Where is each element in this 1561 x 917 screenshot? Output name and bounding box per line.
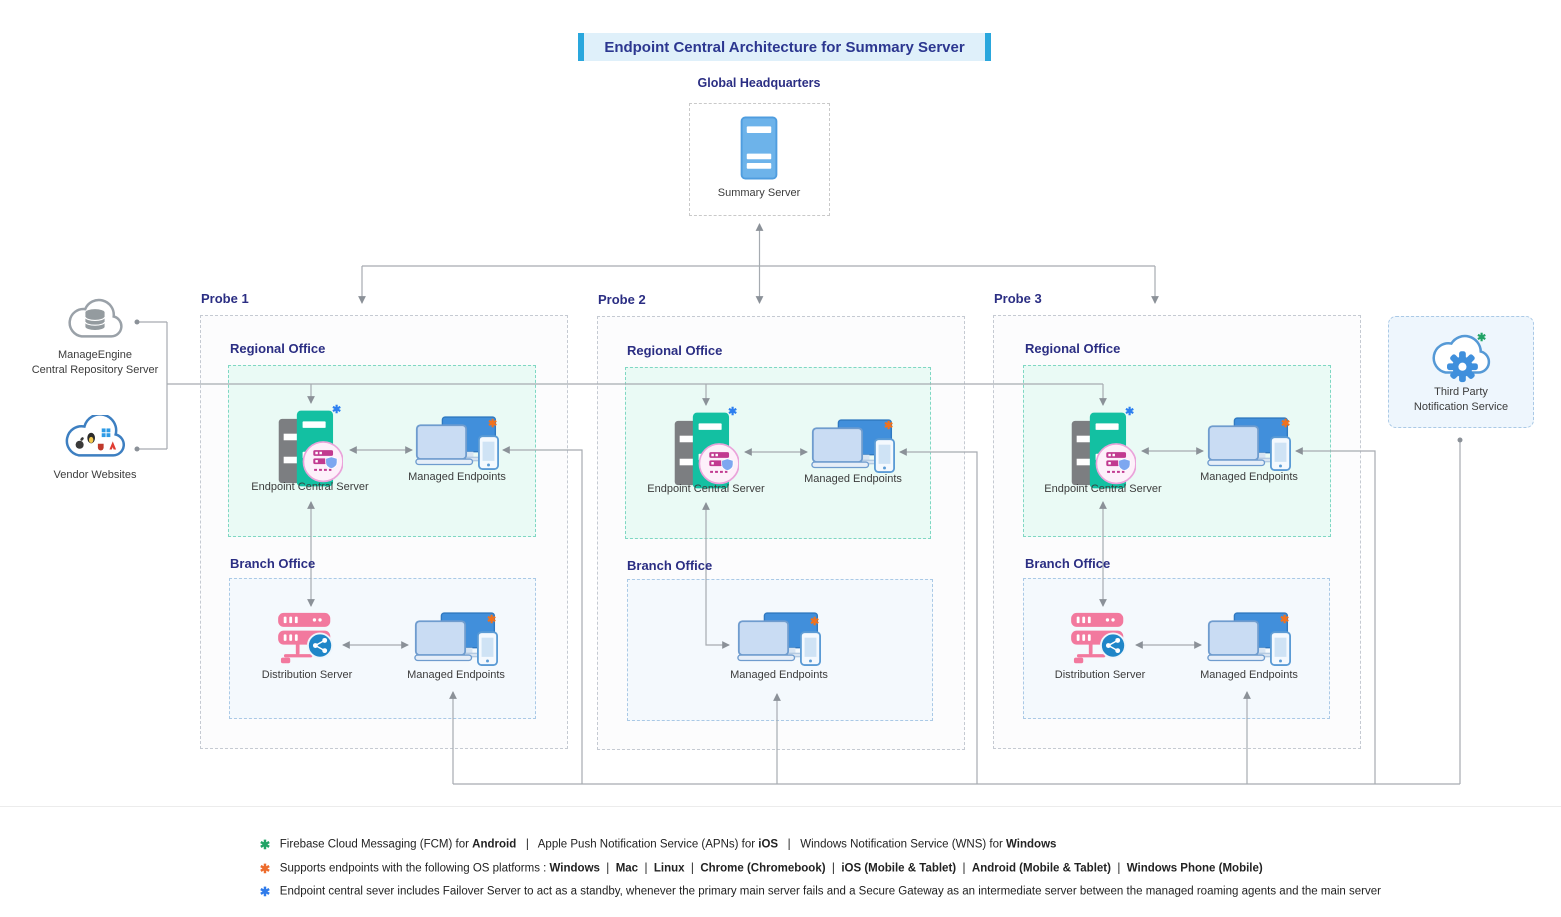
probe-2-label: Probe 2: [598, 292, 646, 307]
legend-text-segment: Supports endpoints with the following OS…: [279, 862, 550, 875]
orange-asterisk-icon: ✱: [259, 862, 271, 876]
third-party-label-line2: Notification Service: [1413, 401, 1509, 413]
endpoint-footnote-marker: ✱: [810, 616, 820, 628]
legend-text-segment: iOS: [758, 838, 779, 851]
connector-dot: [134, 319, 140, 325]
repository-label-line1: ManageEngine: [57, 349, 132, 361]
managed-endpoints-icon: [737, 612, 821, 667]
distribution-server-icon: [277, 612, 337, 666]
legend-text-segment: Windows: [1006, 838, 1057, 851]
probe-3-distribution-server-label: Distribution Server: [1054, 669, 1146, 681]
vendor-websites-cloud-icon: [59, 415, 131, 463]
legend-text-segment: Linux: [653, 862, 685, 875]
legend-text-segment: |: [599, 862, 616, 875]
probe-3-branch-endpoints-label: Managed Endpoints: [1200, 669, 1298, 681]
legend-text: Firebase Cloud Messaging (FCM) for Andro…: [280, 839, 1057, 851]
legend-text-segment: |: [778, 838, 801, 851]
repository-server-label: ManageEngine Central Repository Server: [5, 348, 185, 378]
legend-line-os-platforms: ✱ Supports endpoints with the following O…: [247, 849, 1263, 876]
legend-text-segment: |: [1110, 862, 1127, 875]
cloud-database-icon: [63, 298, 127, 344]
legend-text-segment: Windows Notification Service (WNS) for: [800, 838, 1007, 851]
summary-server-icon: [740, 116, 778, 180]
legend-text-segment: Endpoint central sever includes Failover…: [279, 885, 1381, 898]
notification-footnote-marker: ✱: [1477, 332, 1487, 344]
endpoint-footnote-marker: ✱: [488, 418, 498, 430]
green-asterisk-icon: ✱: [259, 838, 271, 852]
managed-endpoints-icon: [415, 416, 499, 471]
legend-text-segment: |: [516, 838, 538, 851]
managed-endpoints-icon: [414, 612, 498, 667]
blue-asterisk-icon: ✱: [259, 885, 271, 899]
server-footnote-marker: ✱: [728, 406, 738, 418]
global-headquarters-label: Global Headquarters: [697, 76, 821, 90]
legend-text-segment: Windows Phone (Mobile): [1126, 862, 1263, 875]
legend-text-segment: Firebase Cloud Messaging (FCM) for: [279, 838, 473, 851]
page-title: Endpoint Central Architecture for Summar…: [578, 33, 991, 61]
distribution-server-icon: [1070, 612, 1130, 666]
legend-text: Endpoint central sever includes Failover…: [280, 886, 1381, 898]
summary-server-label: Summary Server: [717, 187, 801, 199]
legend-line-failover: ✱ Endpoint central sever includes Failove…: [247, 872, 1381, 899]
probe-3-regional-office-label: Regional Office: [1025, 341, 1121, 356]
legend-text-segment: Mac: [615, 862, 639, 875]
probe-1-regional-endpoints-label: Managed Endpoints: [408, 471, 506, 483]
legend-text-segment: Android: [472, 838, 517, 851]
third-party-notification-label: Third Party Notification Service: [1371, 385, 1551, 415]
probe-1-regional-office-label: Regional Office: [230, 341, 326, 356]
probe-3-ecs-label: Endpoint Central Server: [1044, 483, 1162, 495]
endpoint-footnote-marker: ✱: [1280, 614, 1290, 626]
legend-text-segment: |: [956, 862, 972, 875]
legend-text-segment: Windows: [549, 862, 600, 875]
managed-endpoints-icon: [811, 419, 895, 474]
probe-2-regional-endpoints-label: Managed Endpoints: [804, 473, 902, 485]
third-party-label-line1: Third Party: [1434, 386, 1488, 398]
endpoint-footnote-marker: ✱: [1281, 418, 1291, 430]
probe-1-label: Probe 1: [201, 291, 249, 306]
managed-endpoints-icon: [1207, 612, 1291, 667]
legend-text-segment: Chrome (Chromebook): [700, 862, 826, 875]
probe-2-ecs-label: Endpoint Central Server: [647, 483, 765, 495]
probe-2-branch-office-label: Branch Office: [627, 558, 713, 573]
endpoint-central-server-icon: [1070, 411, 1136, 490]
server-footnote-marker: ✱: [1125, 406, 1135, 418]
legend-text-segment: Android (Mobile & Tablet): [971, 862, 1111, 875]
legend-divider: [0, 806, 1561, 807]
probe-3-label: Probe 3: [994, 291, 1042, 306]
endpoint-footnote-marker: ✱: [487, 614, 497, 626]
repository-label-line2: Central Repository Server: [31, 364, 159, 376]
legend-text-segment: |: [825, 862, 842, 875]
probe-2-branch-endpoints-label: Managed Endpoints: [730, 669, 828, 681]
server-footnote-marker: ✱: [332, 404, 342, 416]
probe-3-branch-office-label: Branch Office: [1025, 556, 1111, 571]
legend-text-segment: iOS (Mobile & Tablet): [841, 862, 957, 875]
probe-1-branch-office-label: Branch Office: [230, 556, 316, 571]
connector-dot: [134, 446, 140, 452]
legend-text-segment: |: [638, 862, 654, 875]
probe-3-regional-endpoints-label: Managed Endpoints: [1200, 471, 1298, 483]
managed-endpoints-icon: [1207, 417, 1291, 472]
probe-1-ecs-label: Endpoint Central Server: [251, 481, 369, 493]
vendor-websites-label: Vendor Websites: [53, 469, 137, 481]
endpoint-footnote-marker: ✱: [884, 420, 894, 432]
probe-1-branch-endpoints-label: Managed Endpoints: [407, 669, 505, 681]
legend-text-segment: Apple Push Notification Service (APNs) f…: [537, 838, 759, 851]
legend-line-fcm: ✱ Firebase Cloud Messaging (FCM) for Andr…: [247, 825, 1057, 852]
endpoint-central-server-icon: [673, 411, 739, 490]
connector-dot: [1457, 437, 1463, 443]
probe-2-regional-office-label: Regional Office: [627, 343, 723, 358]
endpoint-central-server-icon: [277, 409, 343, 488]
probe-1-distribution-server-label: Distribution Server: [261, 669, 353, 681]
legend-text: Supports endpoints with the following OS…: [280, 863, 1263, 875]
legend-text-segment: |: [684, 862, 701, 875]
